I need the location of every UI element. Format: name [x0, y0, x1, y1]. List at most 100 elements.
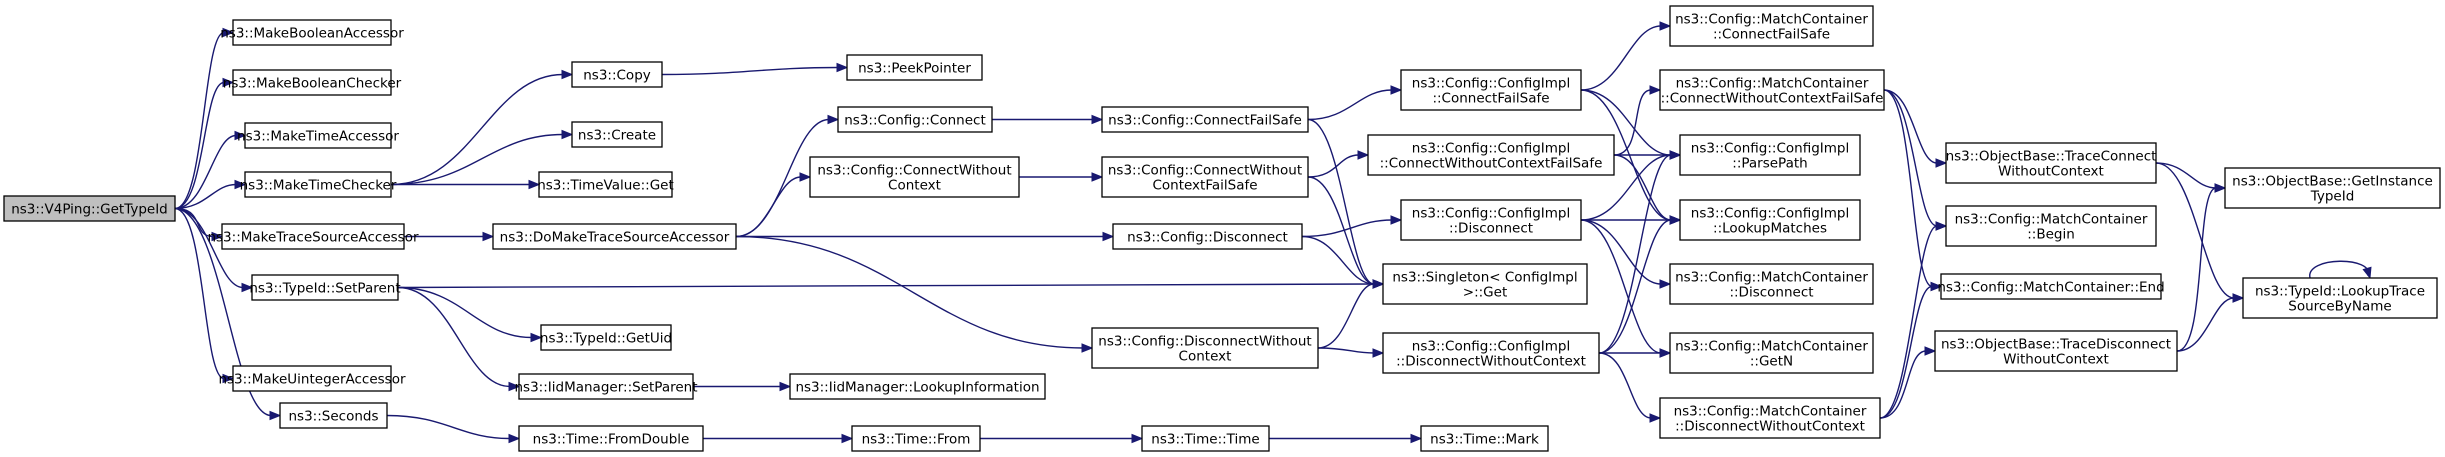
edge-implConnectFS-to-mcConnectFS — [1580, 21, 1672, 91]
node-implConnectWCFS[interactable]: ns3::Config::ConfigImpl::ConnectWithoutC… — [1367, 134, 1615, 176]
node-configConnectWCFS[interactable]: ns3::Config::ConnectWithoutContextFailSa… — [1101, 156, 1309, 198]
edge-line — [1317, 283, 1375, 349]
node-doMakeTSA[interactable]: ns3::DoMakeTraceSourceAccessor — [492, 223, 737, 250]
node-box — [3, 195, 176, 222]
node-box — [540, 324, 672, 351]
edge-configConnect-to-configConnectFS — [992, 114, 1104, 125]
edge-typeIdSetParent-to-iidSetParent — [397, 286, 521, 392]
node-label: Context — [888, 178, 941, 194]
edge-arrowhead — [482, 231, 495, 242]
node-implParsePath[interactable]: ns3::Config::ConfigImpl::ParsePath — [1679, 134, 1861, 176]
node-mcBegin[interactable]: ns3::Config::MatchContainer::Begin — [1945, 205, 2157, 247]
node-mcGetN[interactable]: ns3::Config::MatchContainer::GetN — [1669, 332, 1874, 374]
node-configDisconnect[interactable]: ns3::Config::Disconnect — [1112, 223, 1303, 250]
node-label: ns3::ObjectBase::GetInstance — [2232, 174, 2433, 190]
node-mcConnectWCFS[interactable]: ns3::Config::MatchContainer::ConnectWith… — [1659, 69, 1885, 111]
node-box — [232, 365, 392, 392]
edge-line — [1613, 89, 1652, 156]
node-label: ns3::TypeId::SetParent — [249, 281, 400, 297]
node-box — [232, 69, 392, 96]
node-timeFrom[interactable]: ns3::Time::From — [851, 425, 981, 452]
edge-line — [2155, 162, 2235, 299]
node-typeIdSetParent[interactable]: ns3::TypeId::SetParent — [249, 274, 401, 301]
node-label: ns3::Config::ConfigImpl — [1412, 141, 1570, 157]
edge-arrowhead — [1390, 85, 1403, 95]
edge-configConnectWCFS-to-implConnectWCFS — [1307, 150, 1370, 178]
node-mcDisconnectWC[interactable]: ns3::Config::MatchContainer::DisconnectW… — [1659, 397, 1881, 439]
node-mcConnectFS[interactable]: ns3::Config::MatchContainer::ConnectFail… — [1669, 5, 1874, 47]
edge-line — [386, 414, 511, 440]
node-timeTime[interactable]: ns3::Time::Time — [1141, 425, 1270, 452]
node-label: ns3::Config::MatchContainer — [1675, 339, 1868, 355]
node-timeMark[interactable]: ns3::Time::Mark — [1420, 425, 1549, 452]
node-timeValueGet[interactable]: ns3::TimeValue::Get — [537, 171, 674, 198]
node-configConnectFS[interactable]: ns3::Config::ConnectFailSafe — [1101, 106, 1309, 133]
node-box — [837, 106, 993, 133]
node-create[interactable]: ns3::Create — [571, 121, 663, 148]
node-box — [1669, 5, 1874, 47]
node-typeIdGetUid[interactable]: ns3::TypeId::GetUid — [540, 324, 672, 351]
node-label: ns3::Config::ConfigImpl — [1412, 206, 1570, 222]
node-makeTimeChk[interactable]: ns3::MakeTimeChecker — [240, 171, 397, 198]
node-implDisconnect[interactable]: ns3::Config::ConfigImpl::Disconnect — [1400, 199, 1582, 241]
node-label: ns3::Config::ConfigImpl — [1691, 141, 1849, 157]
edge-root-to-makeBoolAcc — [174, 27, 235, 210]
node-label: ns3::Time::Mark — [1430, 432, 1539, 448]
node-implLookupMatches[interactable]: ns3::Config::ConfigImpl::LookupMatches — [1679, 199, 1861, 241]
edge-line — [174, 183, 237, 210]
edge-arrowhead — [779, 381, 792, 392]
edge-implDisconnect-to-mcDisconnect — [1580, 219, 1672, 289]
node-label: ns3::Time::FromDouble — [533, 432, 690, 448]
node-mcEnd[interactable]: ns3::Config::MatchContainer::End — [1937, 273, 2165, 300]
node-label: ::Disconnect — [1729, 285, 1813, 301]
node-peekPointer[interactable]: ns3::PeekPointer — [846, 54, 983, 81]
node-box — [1101, 156, 1309, 198]
edge-line — [2176, 187, 2217, 352]
edge-arrowhead — [508, 381, 521, 392]
edge-line — [735, 235, 1084, 349]
edge-arrowhead — [222, 373, 235, 384]
node-seconds[interactable]: ns3::Seconds — [279, 402, 388, 429]
node-label: ::ConnectWithoutContextFailSafe — [1380, 156, 1603, 172]
edge-arrowhead — [2232, 293, 2245, 303]
node-iidLookupInfo[interactable]: ns3::IidManager::LookupInformation — [789, 373, 1046, 400]
edge-line — [735, 176, 802, 238]
node-label: ns3::MakeTimeChecker — [240, 178, 397, 194]
node-makeBoolAcc[interactable]: ns3::MakeBooleanAccessor — [220, 19, 404, 46]
edge-obTraceDisconnectWC-to-obGetInstanceTypeId — [2176, 183, 2227, 352]
node-label: ns3::Config::ConnectWithout — [817, 163, 1011, 179]
node-makeBoolChk[interactable]: ns3::MakeBooleanChecker — [223, 69, 402, 96]
node-label: ns3::Config::ConfigImpl — [1691, 206, 1849, 222]
edge-configDisconnect-to-implDisconnect — [1301, 215, 1403, 238]
node-configDisconnectWC[interactable]: ns3::Config::DisconnectWithoutContext — [1091, 327, 1319, 369]
node-obTraceConnectWC[interactable]: ns3::ObjectBase::TraceConnectWithoutCont… — [1945, 142, 2157, 184]
edge-mcConnectWCFS-to-mcEnd — [1883, 89, 1943, 292]
node-implDisconnectWC[interactable]: ns3::Config::ConfigImpl::DisconnectWitho… — [1382, 332, 1600, 374]
node-copy[interactable]: ns3::Copy — [571, 61, 663, 88]
node-implConnectFS[interactable]: ns3::Config::ConfigImpl::ConnectFailSafe — [1400, 69, 1582, 111]
edge-line — [2309, 260, 2369, 279]
node-makeUintAcc[interactable]: ns3::MakeUintegerAccessor — [218, 365, 406, 392]
node-obTraceDisconnectWC[interactable]: ns3::ObjectBase::TraceDisconnectWithoutC… — [1934, 330, 2178, 372]
node-singletonGet[interactable]: ns3::Singleton< ConfigImpl >::Get — [1382, 263, 1588, 305]
node-makeTSA[interactable]: ns3::MakeTraceSourceAccessor — [207, 223, 419, 250]
node-label: SourceByName — [2288, 299, 2391, 315]
node-iidSetParent[interactable]: ns3::IidManager::SetParent — [515, 373, 698, 400]
node-root[interactable]: ns3::V4Ping::GetTypeId — [3, 195, 176, 222]
node-configConnect[interactable]: ns3::Config::Connect — [837, 106, 993, 133]
node-makeTimeAcc[interactable]: ns3::MakeTimeAccessor — [237, 122, 399, 149]
edge-arrowhead — [561, 129, 574, 140]
edge-line — [174, 31, 225, 210]
node-timeFromDouble[interactable]: ns3::Time::FromDouble — [518, 425, 704, 452]
node-label: ns3::TypeId::GetUid — [540, 331, 672, 347]
edge-seconds-to-timeFromDouble — [386, 414, 521, 444]
edge-arrowhead — [1669, 150, 1682, 160]
edge-arrowhead — [1091, 114, 1104, 125]
node-mcDisconnect[interactable]: ns3::Config::MatchContainer::Disconnect — [1669, 263, 1874, 305]
node-label: >::Get — [1463, 285, 1507, 301]
edge-line — [1307, 89, 1393, 121]
node-configConnectWC[interactable]: ns3::Config::ConnectWithoutContext — [809, 156, 1020, 198]
node-label: ns3::Config::Connect — [844, 113, 986, 129]
